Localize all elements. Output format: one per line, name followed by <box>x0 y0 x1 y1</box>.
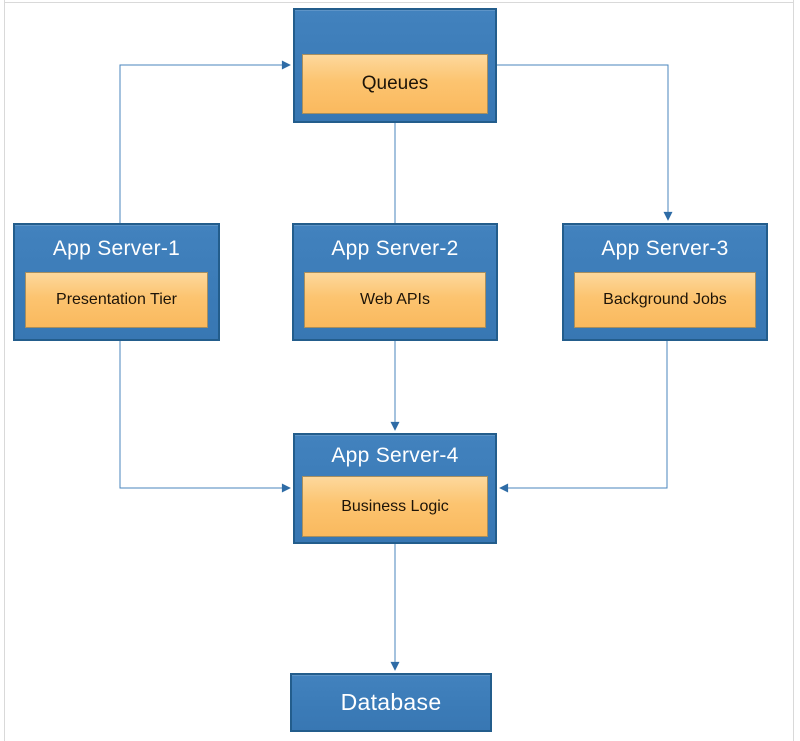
node-app-server-1-title: App Server-1 <box>52 236 181 260</box>
node-app-server-1-label: Presentation Tier <box>25 272 208 328</box>
node-app-server-3-title: App Server-3 <box>601 236 729 260</box>
page-edge-right <box>793 0 794 741</box>
connector-app3-to-app4 <box>499 341 668 493</box>
connector-queues-to-app3 <box>497 64 673 221</box>
page-edge-top <box>4 2 793 3</box>
node-queues-label: Queues <box>302 54 488 114</box>
node-app-server-3-label: Background Jobs <box>574 272 756 328</box>
node-app-server-2-label: Web APIs <box>304 272 486 328</box>
node-app-server-2[interactable]: App Server-2 Web APIs <box>292 223 498 341</box>
node-queues[interactable]: Queues <box>293 8 497 123</box>
node-database-title: Database <box>340 689 442 715</box>
page-edge-left <box>4 0 5 741</box>
node-app-server-4[interactable]: App Server-4 Business Logic <box>293 433 497 544</box>
node-app-server-4-label: Business Logic <box>302 476 488 537</box>
node-app-server-1[interactable]: App Server-1 Presentation Tier <box>13 223 220 341</box>
connector-app1-to-queues <box>119 60 291 223</box>
node-app-server-4-title: App Server-4 <box>331 443 459 467</box>
node-app-server-3[interactable]: App Server-3 Background Jobs <box>562 223 768 341</box>
node-queues-title-space <box>295 10 495 54</box>
node-database[interactable]: Database <box>290 673 492 732</box>
node-app-server-2-title: App Server-2 <box>331 236 459 260</box>
connector-app1-to-app4 <box>119 341 291 493</box>
